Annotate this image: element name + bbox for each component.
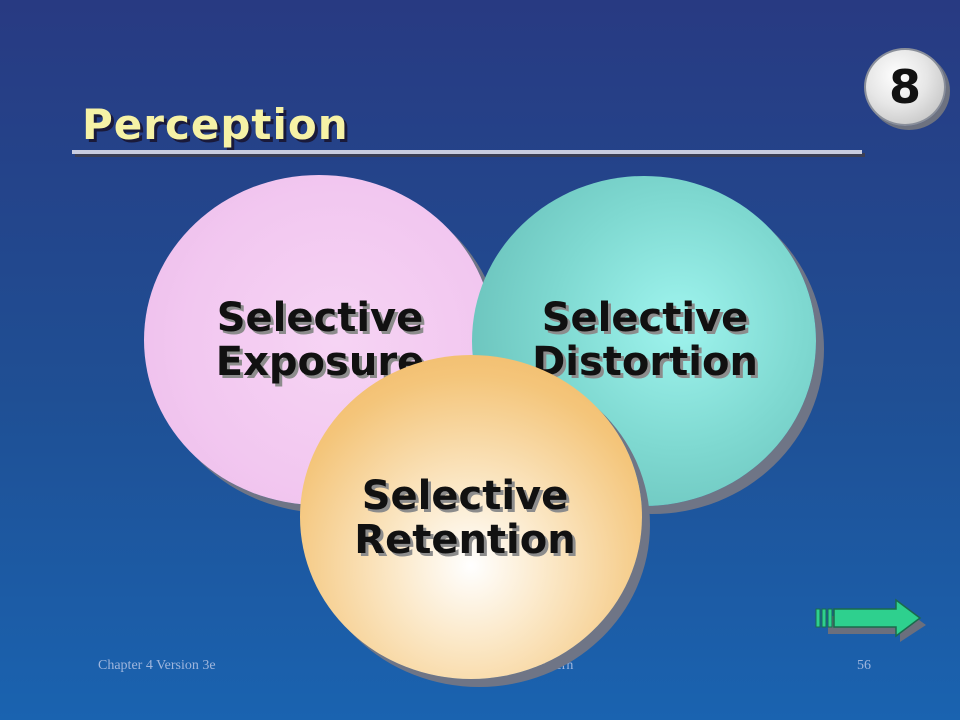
footer-page-number: 56 [857, 658, 871, 673]
title-underline [72, 150, 862, 154]
selective-retention-label: Selective Retention [350, 474, 580, 562]
footer-publisher: estern [540, 658, 574, 673]
distortion-line2: Distortion [532, 339, 758, 385]
slide-title: Perception [82, 100, 349, 149]
selective-distortion-label: Selective Distortion [530, 296, 760, 384]
selective-retention-circle [300, 355, 642, 679]
arrow-right-icon[interactable] [814, 598, 932, 642]
footer-chapter: Chapter 4 Version 3e [98, 658, 216, 673]
selective-exposure-label: Selective Exposure [205, 296, 435, 384]
retention-line1: Selective [361, 473, 569, 519]
retention-line2: Retention [354, 517, 576, 563]
badge-number: 8 [888, 60, 921, 114]
exposure-line1: Selective [216, 295, 424, 341]
slide-number-badge: 8 [864, 48, 946, 126]
distortion-line1: Selective [541, 295, 749, 341]
